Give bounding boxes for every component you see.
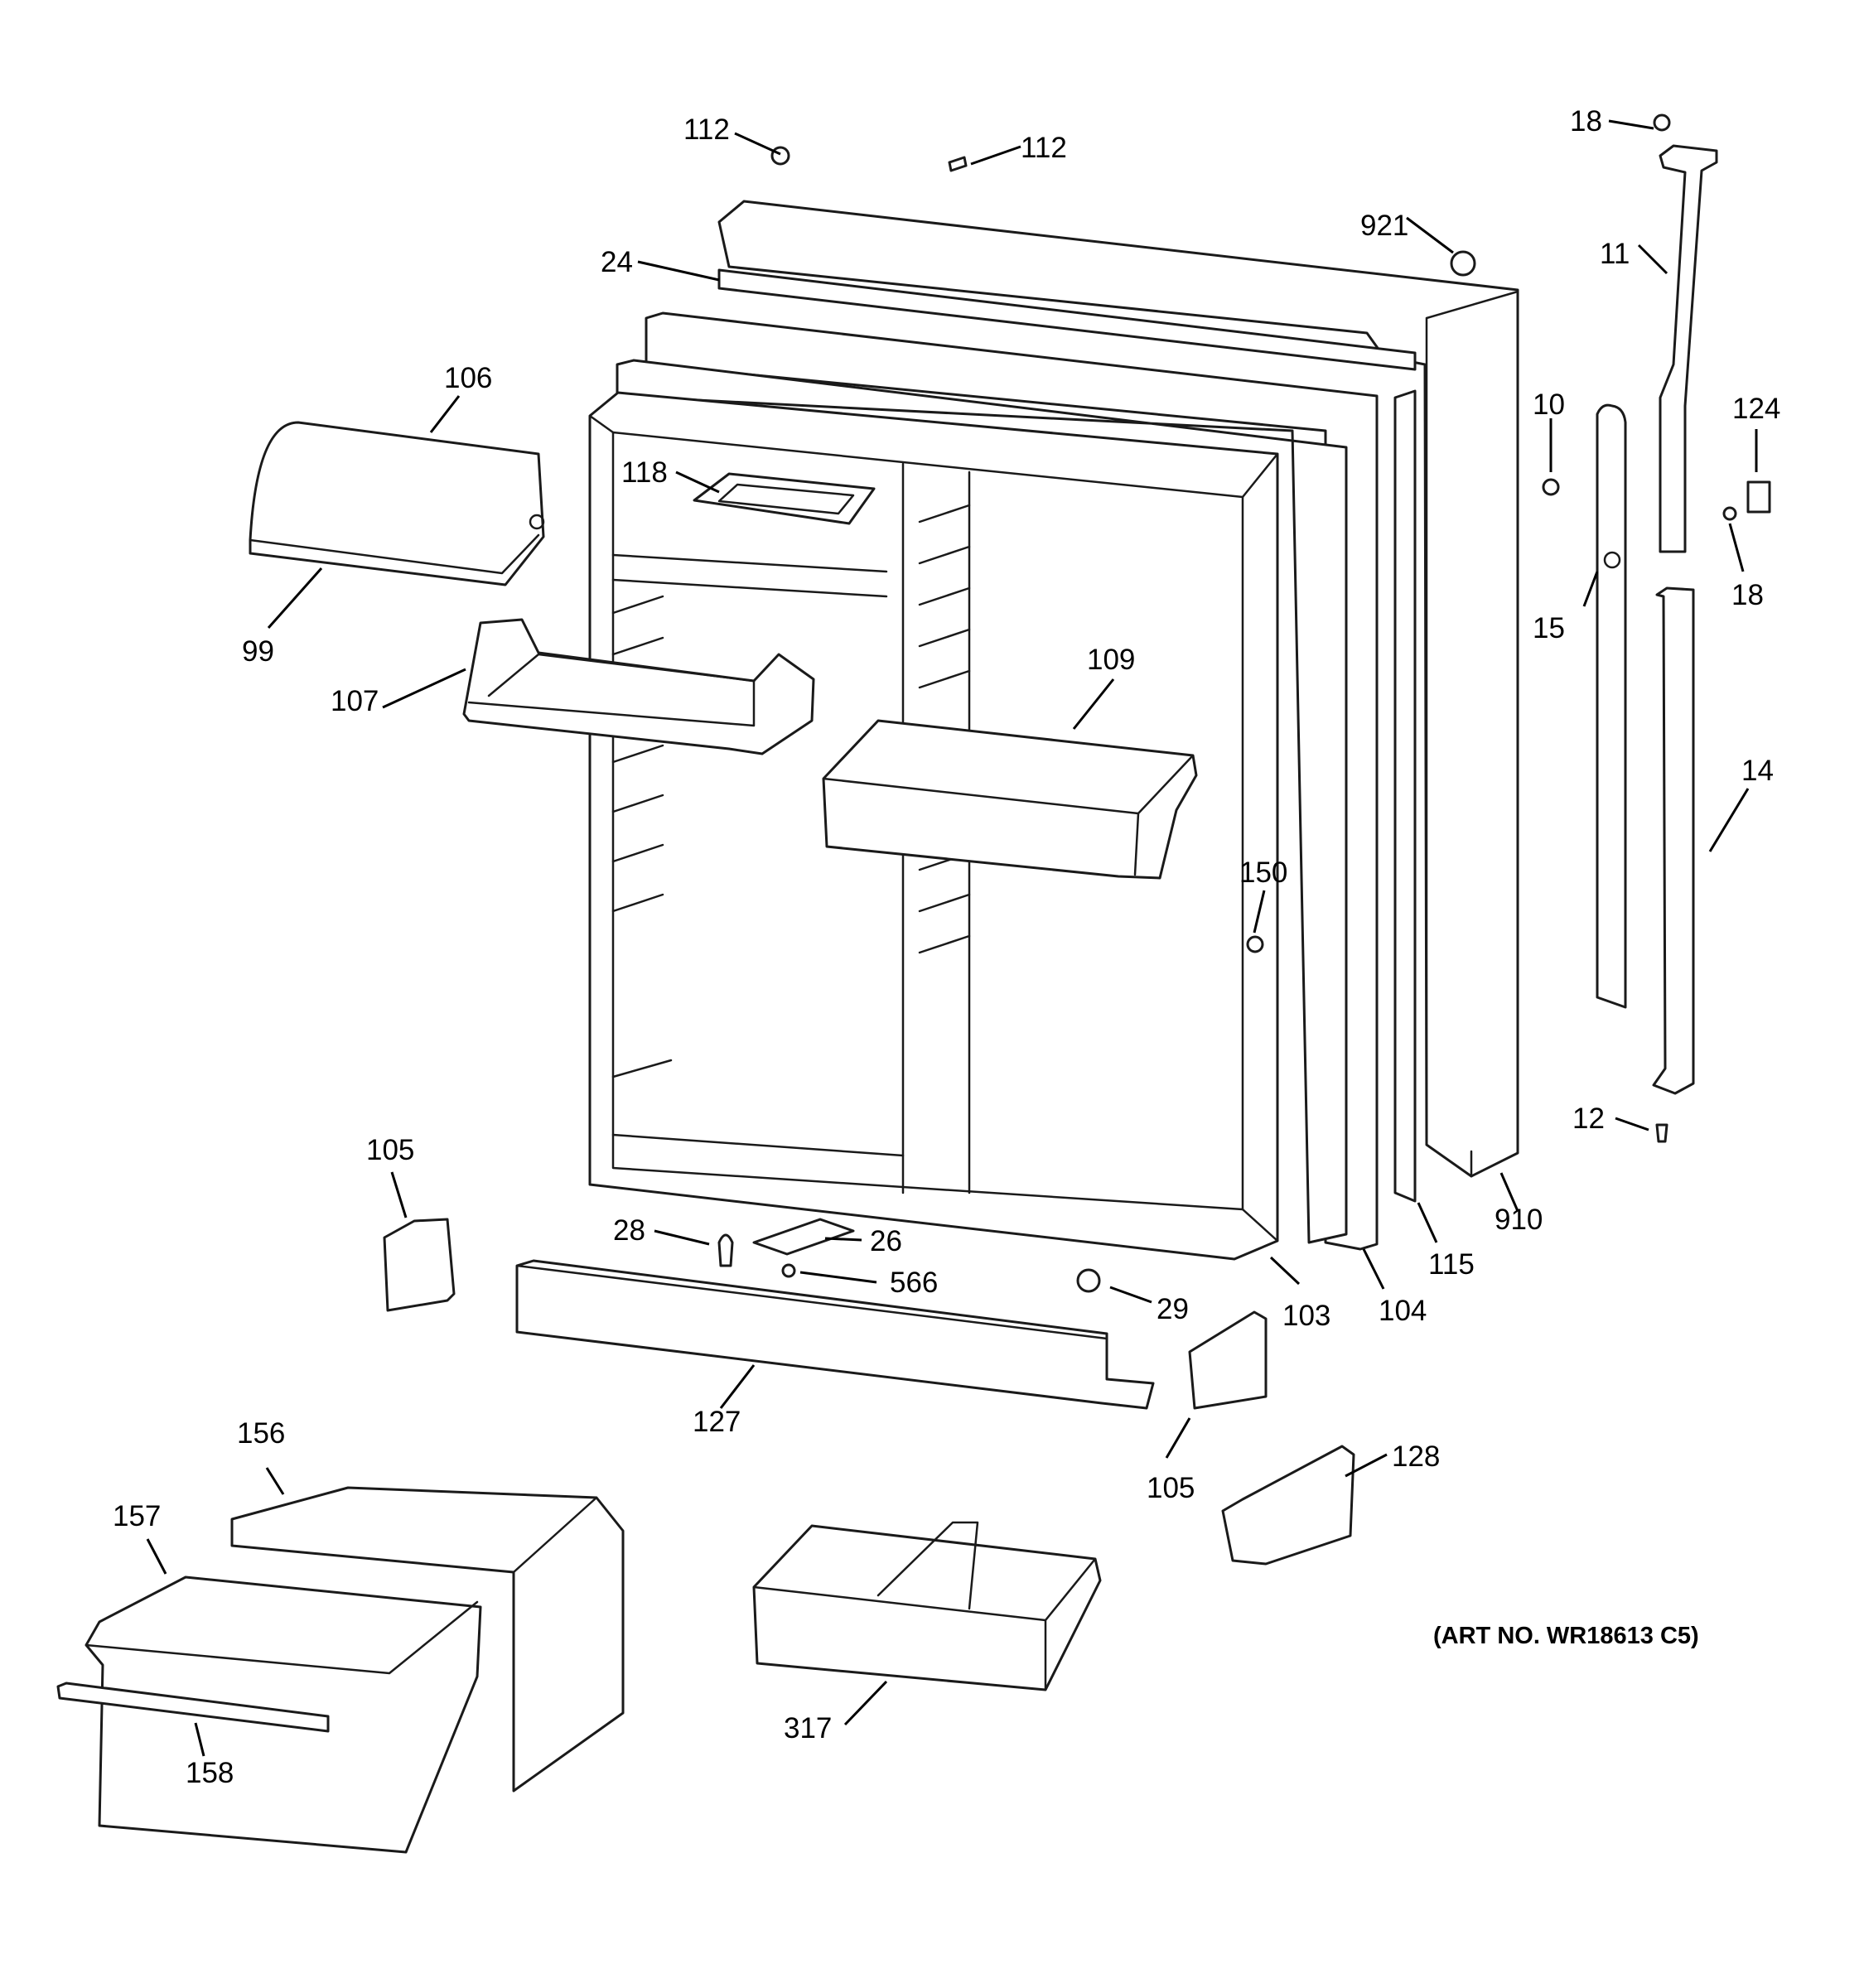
callout-128: 128 bbox=[1392, 1440, 1440, 1473]
callout-112: 112 bbox=[1021, 132, 1067, 164]
callout-11: 11 bbox=[1600, 238, 1630, 270]
callout-124: 124 bbox=[1732, 393, 1780, 425]
callout-103: 103 bbox=[1282, 1300, 1330, 1332]
leader-lines bbox=[146, 119, 1758, 1757]
part-24-door-trim-top bbox=[717, 268, 1417, 371]
part-124-hinge-plate bbox=[1746, 480, 1771, 514]
part-14-hinge-bar bbox=[1652, 586, 1695, 1095]
part-150-screw bbox=[1246, 935, 1264, 953]
part-317-storage-bin bbox=[752, 1521, 1102, 1691]
callout-18: 18 bbox=[1570, 105, 1602, 138]
callout-115: 115 bbox=[1428, 1248, 1475, 1281]
callout-99: 99 bbox=[242, 635, 274, 668]
callout-14: 14 bbox=[1741, 755, 1774, 787]
callout-18: 18 bbox=[1731, 579, 1764, 611]
part-128-crisper-cover bbox=[1221, 1445, 1355, 1566]
part-106-dairy-door bbox=[249, 421, 545, 586]
callout-127: 127 bbox=[693, 1406, 741, 1438]
callout-105: 105 bbox=[1147, 1472, 1195, 1504]
callout-910: 910 bbox=[1495, 1204, 1543, 1236]
callout-921: 921 bbox=[1360, 210, 1408, 242]
callout-26: 26 bbox=[870, 1225, 902, 1257]
part-105-end-cap-left bbox=[383, 1218, 456, 1312]
callout-24: 24 bbox=[601, 246, 633, 278]
callout-28: 28 bbox=[613, 1214, 645, 1247]
part-107-dairy-shelf bbox=[462, 618, 815, 755]
callout-104: 104 bbox=[1379, 1295, 1427, 1327]
part-shelf-ribs bbox=[611, 504, 971, 954]
callout-566: 566 bbox=[890, 1267, 938, 1299]
callout-118: 118 bbox=[621, 456, 668, 489]
part-156-crisper-housing bbox=[230, 1486, 625, 1793]
callout-157: 157 bbox=[113, 1500, 161, 1532]
part-118-handle-insert bbox=[693, 472, 876, 525]
part-115-door-gasket-strip bbox=[1393, 389, 1417, 1203]
callout-156: 156 bbox=[237, 1417, 285, 1450]
part-103-inner-door-liner bbox=[616, 359, 1348, 1244]
callout-10: 10 bbox=[1533, 388, 1565, 421]
part-15-gasket-strip bbox=[1596, 403, 1627, 1009]
callout-105: 105 bbox=[366, 1134, 414, 1166]
part-105-end-cap-right bbox=[1188, 1310, 1268, 1410]
callout-150: 150 bbox=[1239, 856, 1287, 889]
callout-labels: 112 112 18 921 24 11 106 10 124 118 18 1… bbox=[113, 105, 1780, 1789]
callout-29: 29 bbox=[1157, 1293, 1189, 1325]
callout-317: 317 bbox=[784, 1712, 832, 1744]
callout-106: 106 bbox=[444, 362, 492, 394]
part-109-door-bin bbox=[822, 719, 1198, 880]
callout-109: 109 bbox=[1087, 644, 1135, 676]
callout-158: 158 bbox=[186, 1757, 234, 1789]
part-11-hinge-top bbox=[1659, 144, 1718, 553]
part-104-door-gasket-outer bbox=[645, 311, 1379, 1251]
part-127-bottom-kick-plate bbox=[515, 1259, 1155, 1410]
callout-107: 107 bbox=[331, 685, 379, 717]
callout-12: 12 bbox=[1572, 1103, 1605, 1135]
callout-112: 112 bbox=[683, 113, 730, 146]
callout-15: 15 bbox=[1533, 612, 1565, 644]
art-number: (ART NO. WR18613 C5) bbox=[1433, 1623, 1699, 1649]
part-910-outer-door bbox=[717, 200, 1519, 1178]
part-158-drawer-handle bbox=[56, 1682, 330, 1733]
